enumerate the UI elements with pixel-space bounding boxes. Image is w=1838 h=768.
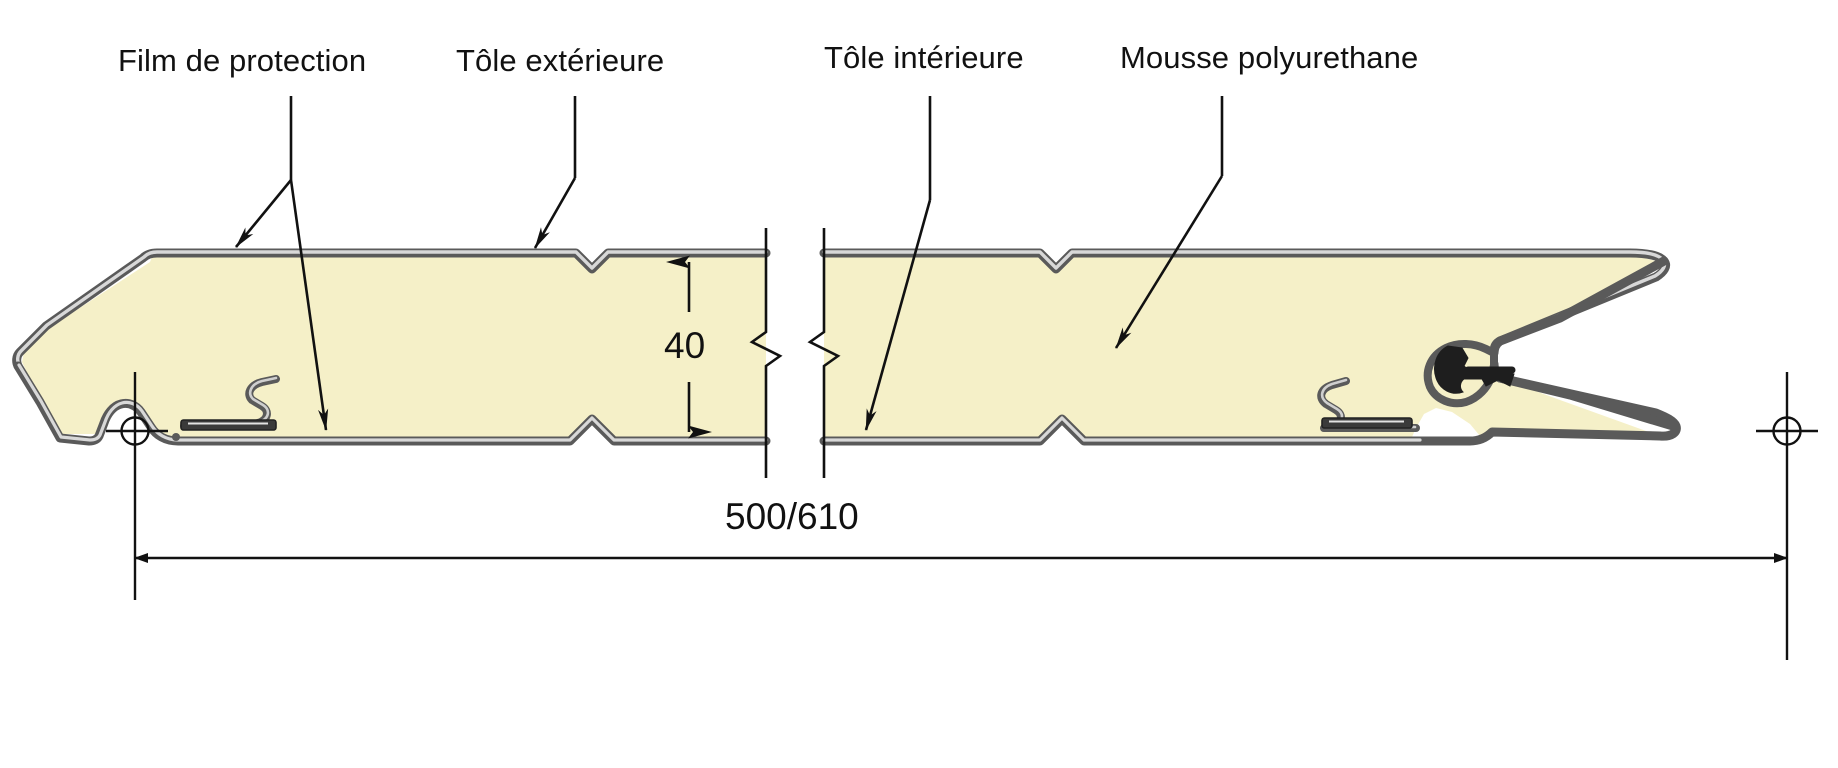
leader-tole-interieure xyxy=(864,96,932,431)
foam-core-right xyxy=(824,257,1660,437)
dimension-value-thickness: 40 xyxy=(664,325,706,366)
tole-interieure-left-skin xyxy=(13,361,771,446)
outer-sheet-top-left-highlight xyxy=(15,250,768,367)
callout-label-tole-exterieure: Tôle extérieure xyxy=(456,43,665,78)
gasket-strip-right xyxy=(1321,417,1413,429)
foam-core-left xyxy=(22,257,766,437)
panel-right-half xyxy=(824,257,1660,437)
inner-sheet-bottom-right-highlight xyxy=(822,416,1422,442)
gasket-strip-left xyxy=(180,419,277,431)
datum-right xyxy=(1756,372,1818,660)
right-edge-groove-profile xyxy=(1423,256,1681,432)
dimension-value-width: 500/610 xyxy=(725,496,859,537)
callout-label-mousse-polyurethane: Mousse polyurethane xyxy=(1120,40,1419,75)
inner-sheet-bottom-left-highlight xyxy=(17,363,768,442)
left-edge-seam-detail xyxy=(172,375,280,441)
leader-mousse-polyurethane xyxy=(1114,96,1224,349)
callout-label-film-de-protection: Film de protection xyxy=(118,43,367,78)
panel-left-half xyxy=(22,257,766,437)
leader-film-de-protection xyxy=(234,96,329,431)
break-line-right xyxy=(807,228,841,478)
leader-tole-exterieure xyxy=(533,96,577,249)
break-line-left xyxy=(749,228,783,478)
seal-insert xyxy=(1434,345,1515,394)
right-edge-seam-detail xyxy=(1317,377,1420,432)
callout-label-tole-interieure: Tôle intérieure xyxy=(824,40,1024,75)
tole-exterieure-left-skin xyxy=(12,248,771,371)
datum-left xyxy=(106,372,168,500)
